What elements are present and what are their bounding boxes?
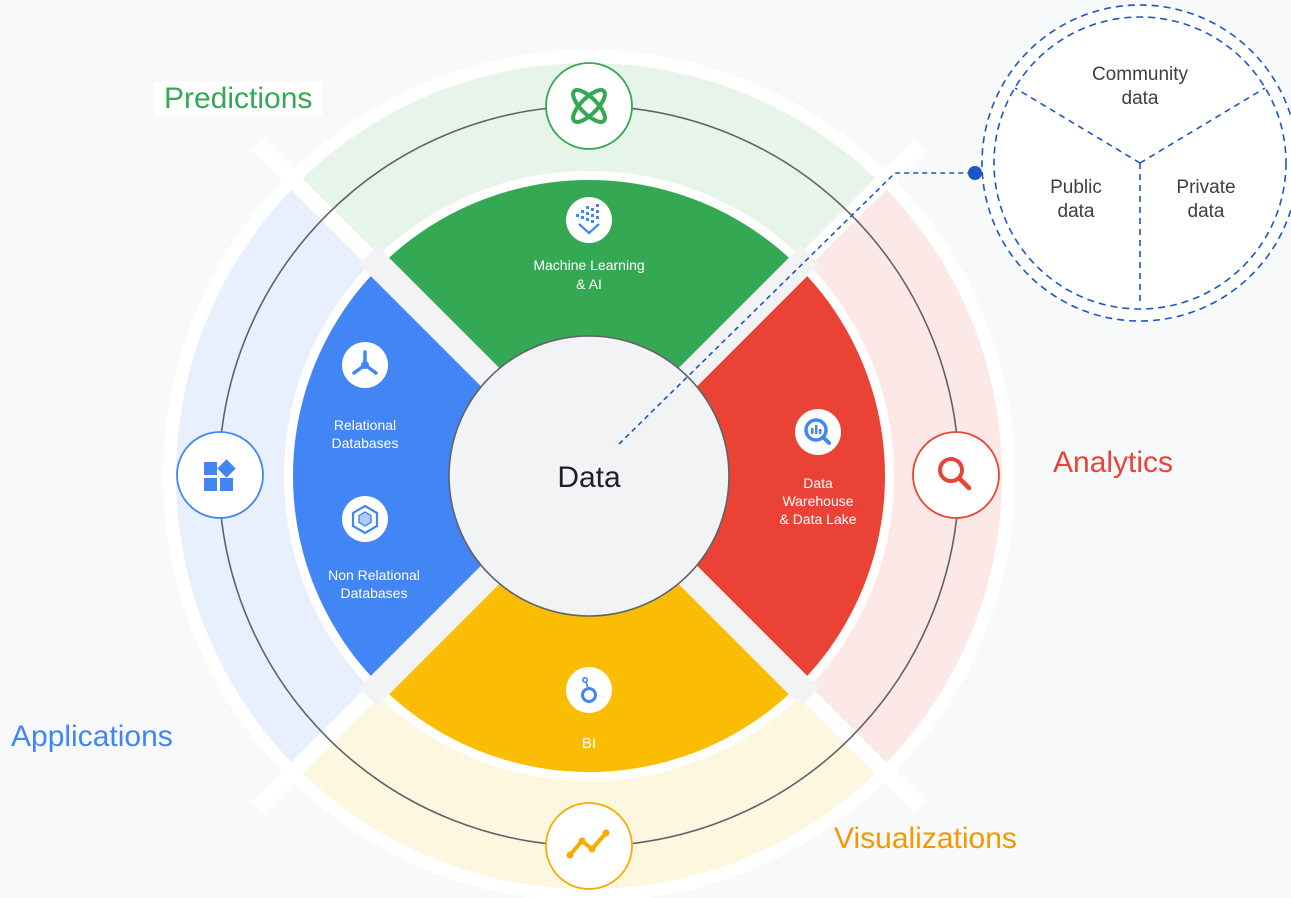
dw-label-line2: Warehouse (782, 493, 853, 509)
callout-public-line2: data (1058, 201, 1095, 222)
bi-label: BI (582, 735, 596, 752)
bi-node: BI (566, 667, 612, 752)
analytics-label: Analytics (1053, 446, 1174, 479)
search-icon (912, 431, 1000, 519)
callout-community-line1: Community (1092, 64, 1189, 85)
databases-node: Relational Databases Non Relational Data… (328, 342, 420, 601)
callout-inner-ring (993, 16, 1287, 310)
center-circle (448, 335, 730, 617)
predictions-orbit-node (545, 62, 633, 150)
callout-connector (618, 172, 975, 445)
callout-private-line1: Private (1176, 177, 1235, 198)
predictions-label: Predictions (154, 82, 323, 116)
data-warehouse-node: Data Warehouse & Data Lake (779, 409, 857, 527)
center-label: Data (557, 461, 621, 494)
visualizations-orbit-node (545, 802, 633, 890)
dw-label-line3: & Data Lake (779, 511, 856, 527)
callout-dot (968, 166, 982, 180)
atom-icon (545, 62, 633, 150)
applications-label: Applications (11, 720, 173, 753)
db-label-line4: Databases (341, 585, 408, 601)
applications-orbit-node (176, 431, 264, 519)
ml-ai-node: Machine Learning & AI (533, 197, 645, 292)
callout-private-line2: data (1188, 201, 1225, 222)
callout: Community data Public data Private data (981, 4, 1291, 322)
ml-label-line1: Machine Learning (533, 257, 644, 273)
db-label-line2: Databases (332, 435, 399, 451)
apps-grid-icon (176, 431, 264, 519)
callout-community-line2: data (1122, 88, 1159, 109)
analytics-orbit-node (912, 431, 1000, 519)
ml-label-line2: & AI (576, 276, 602, 292)
callout-outer-ring (981, 4, 1291, 322)
callout-dividers (1014, 87, 1266, 305)
dw-label-line1: Data (803, 475, 833, 491)
callout-public-line1: Public (1050, 177, 1102, 198)
visualizations-label: Visualizations (834, 822, 1017, 855)
db-label-line1: Relational (334, 417, 396, 433)
db-label-line3: Non Relational (328, 567, 420, 583)
bigquery-icon (795, 409, 841, 455)
